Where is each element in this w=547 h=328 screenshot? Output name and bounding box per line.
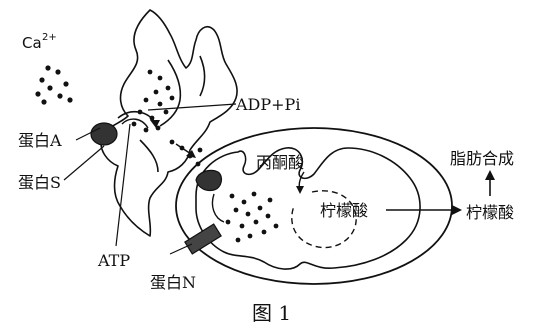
mitochondrion-inner-membrane [196,148,420,269]
label-ca-charge: 2+ [42,32,57,43]
label-protein-n: 蛋白N [150,273,196,292]
protein-a-s-complex [91,112,160,145]
fat-synthesis-arrow [485,170,495,196]
label-protein-s: 蛋白S [18,173,61,192]
matrix-calcium-dots [226,192,279,243]
figure-caption: 图 1 [252,301,291,325]
label-ca: Ca [22,34,42,52]
label-citrate-inside: 柠檬酸 [320,201,368,220]
protein-n-channel [170,224,221,254]
label-pyruvate: 丙酮酸 [256,153,304,172]
label-fat-synthesis: 脂肪合成 [450,149,514,168]
label-adp-pi: ADP+Pi [235,95,300,114]
mitochondrion-outer-membrane [176,128,452,284]
label-protein-a: 蛋白A [18,131,62,150]
label-atp: ATP [97,251,130,270]
protein-s-pore [196,170,224,222]
label-citrate-outside: 柠檬酸 [466,203,514,222]
